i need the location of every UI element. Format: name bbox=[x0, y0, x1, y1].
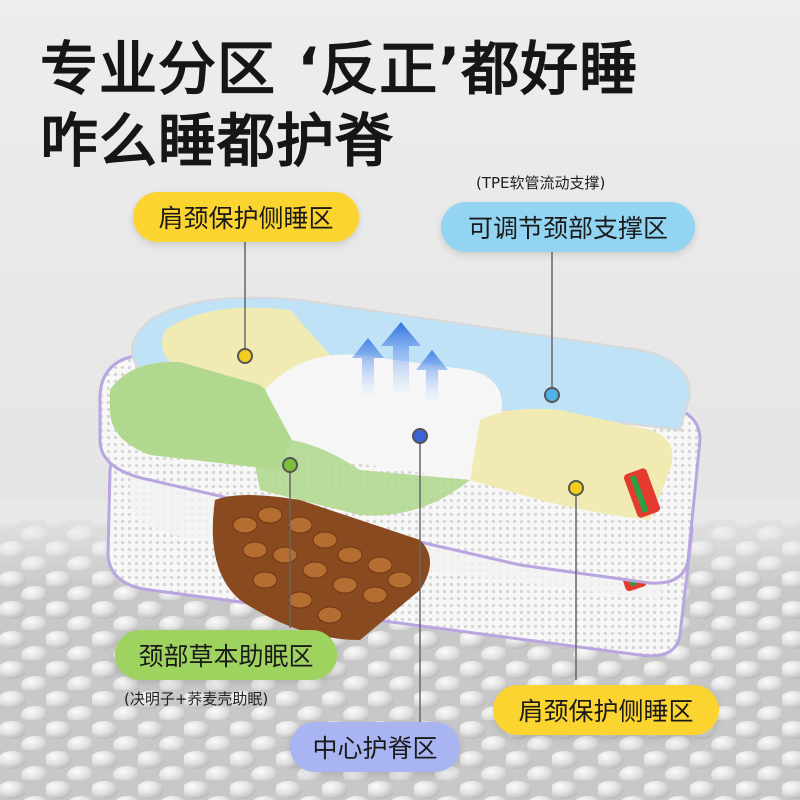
label-shoulder-side-sleep-top: 肩颈保护侧睡区 bbox=[133, 192, 359, 242]
note-tpe-support: (TPE软管流动支撑) bbox=[476, 174, 606, 192]
label-shoulder-side-sleep-bottom: 肩颈保护侧睡区 bbox=[493, 685, 719, 735]
dot-shoulder-bottom bbox=[568, 480, 584, 496]
dot-herbal bbox=[282, 457, 298, 473]
headline-line-1: 专业分区 ‘反正’都好睡 bbox=[40, 35, 639, 103]
label-neck-adjust-zone: 可调节颈部支撑区 bbox=[441, 202, 695, 252]
airflow-arrows bbox=[352, 322, 448, 400]
dot-neck-adjust bbox=[544, 387, 560, 403]
label-herbal-zone: 颈部草本助眠区 bbox=[115, 630, 337, 680]
dot-center bbox=[412, 428, 428, 444]
zone-dots bbox=[237, 348, 584, 496]
note-herbal-filling: (决明子+荞麦壳助眠) bbox=[124, 690, 269, 708]
label-center-spine-zone: 中心护脊区 bbox=[290, 722, 460, 772]
connector-lines bbox=[244, 238, 577, 722]
headline-line-2: 咋么睡都护脊 bbox=[40, 107, 395, 175]
dot-shoulder-top bbox=[237, 348, 253, 364]
